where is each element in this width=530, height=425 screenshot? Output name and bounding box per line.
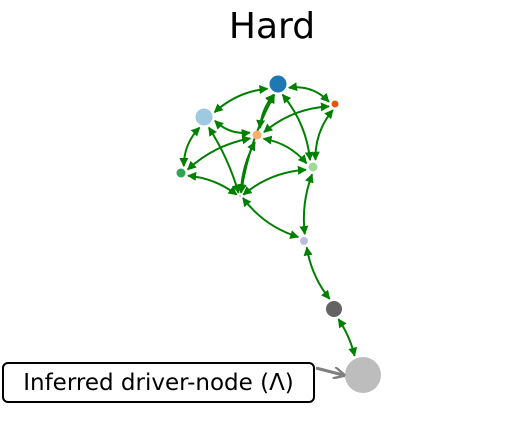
node-n4 bbox=[252, 130, 262, 140]
edge-n2-n6 bbox=[310, 109, 334, 161]
node-n3 bbox=[195, 108, 213, 126]
driver-node-callout: Inferred driver-node (Λ) bbox=[2, 362, 343, 403]
edge-n1-n3 bbox=[213, 84, 269, 114]
node-n7 bbox=[239, 195, 241, 197]
node-n6 bbox=[308, 162, 318, 172]
edge-n3-n7 bbox=[207, 126, 241, 194]
callout-label: Inferred driver-node (Λ) bbox=[23, 370, 294, 396]
diagram-title: Hard bbox=[229, 6, 315, 47]
edge-n6-n7 bbox=[242, 165, 307, 196]
node-n5 bbox=[176, 168, 186, 178]
callout-arrow bbox=[315, 366, 343, 375]
edge-n3-n4 bbox=[214, 119, 251, 139]
callout-box bbox=[2, 362, 315, 403]
edge-n3-n5 bbox=[179, 126, 201, 167]
nodes-layer bbox=[176, 75, 381, 393]
node-n2 bbox=[331, 100, 339, 108]
edge-n1-n6 bbox=[281, 93, 314, 161]
edge-n1-n2 bbox=[288, 82, 330, 103]
edge-n4-n5 bbox=[187, 135, 252, 171]
node-n9 bbox=[326, 301, 342, 317]
edge-n8-n9 bbox=[303, 246, 331, 300]
node-n10 bbox=[345, 357, 381, 393]
node-n8 bbox=[300, 237, 308, 245]
edge-n6-n8 bbox=[299, 173, 314, 235]
edge-n9-n10 bbox=[337, 318, 358, 357]
edge-n2-n4 bbox=[263, 102, 330, 133]
edges-layer bbox=[179, 82, 358, 357]
edge-n4-n6 bbox=[262, 135, 308, 164]
edge-n7-n8 bbox=[242, 197, 300, 239]
edge-n5-n7 bbox=[187, 171, 238, 196]
node-n1 bbox=[269, 75, 287, 93]
